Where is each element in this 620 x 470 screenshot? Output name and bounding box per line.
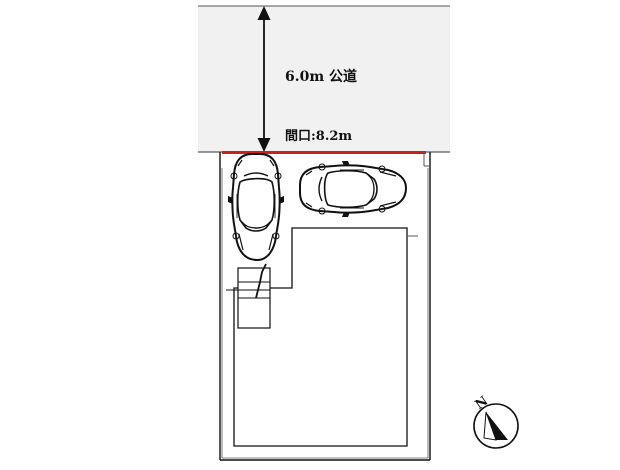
building-footprint [233, 227, 418, 447]
car-horizontal [299, 160, 407, 218]
lot-boundary [219, 152, 431, 461]
car-vertical [227, 153, 285, 261]
north-arrow-icon [473, 403, 519, 449]
road-width-arrow [257, 6, 271, 152]
frontage-label: 間口:8.2m [285, 129, 352, 144]
public-road-area [198, 6, 450, 152]
road-label: 6.0m 公道 [285, 68, 357, 85]
entrance-steps [226, 263, 271, 329]
